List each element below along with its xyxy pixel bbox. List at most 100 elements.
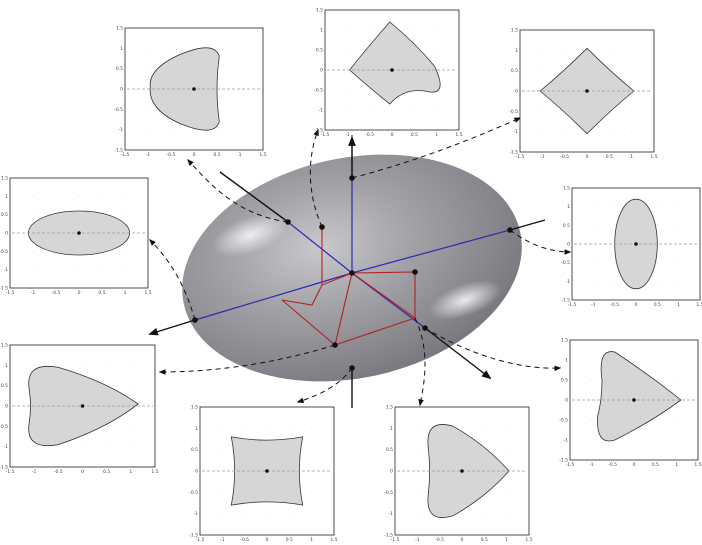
x-tick-label: -0.5 xyxy=(52,290,61,296)
y-tick-label: 1 xyxy=(320,28,323,34)
x-tick-label: -1 xyxy=(32,469,37,475)
x-tick-label: -0.5 xyxy=(365,132,374,138)
grid-dot xyxy=(506,449,508,451)
x-tick-label: 0 xyxy=(635,302,638,308)
grid-dot xyxy=(416,513,418,515)
y-tick-label: 0.5 xyxy=(191,447,198,453)
grid-dot xyxy=(506,513,508,515)
axis-diagonal-lower-arrow xyxy=(424,327,492,380)
x-tick-label: -0.5 xyxy=(435,537,444,543)
grid-dot xyxy=(101,269,103,271)
grid-dot xyxy=(33,446,35,448)
y-tick-label: 0.5 xyxy=(561,378,568,384)
grid-dot xyxy=(101,195,103,197)
connector-lower-right xyxy=(424,327,562,372)
y-tick-label: -0.5 xyxy=(561,260,570,266)
grid-dot xyxy=(416,491,418,493)
grid-dot xyxy=(346,89,348,91)
grid-dot xyxy=(590,439,592,441)
y-tick-label: -1.5 xyxy=(114,148,123,154)
y-tick-label: -1.5 xyxy=(0,286,8,292)
y-tick-label: 1 xyxy=(5,363,8,369)
grid-dot xyxy=(239,129,241,131)
grid-dot xyxy=(631,49,633,51)
x-tick-label: 1 xyxy=(124,290,127,296)
grid-dot xyxy=(244,427,246,429)
grid-dot xyxy=(461,427,463,429)
grid-dot xyxy=(590,419,592,421)
y-tick-label: 0 xyxy=(120,87,123,93)
x-tick-label: 0 xyxy=(81,469,84,475)
x-tick-label: 1.5 xyxy=(259,152,266,158)
axis-horizontal-left-arrow xyxy=(148,319,196,336)
y-tick-label: 1.5 xyxy=(511,28,518,34)
centre-point xyxy=(265,469,269,473)
y-tick-label: -1.5 xyxy=(384,533,393,539)
grid-dot xyxy=(346,109,348,111)
axis-horizontal-left xyxy=(194,272,353,321)
y-tick-label: 0.5 xyxy=(116,66,123,72)
grid-dot xyxy=(78,269,80,271)
grid-dot xyxy=(106,425,108,427)
x-tick-label: -1 xyxy=(591,302,596,308)
grid-dot xyxy=(541,131,543,133)
grid-dot xyxy=(32,269,34,271)
grid-dot xyxy=(147,68,149,70)
grid-dot xyxy=(124,269,126,271)
grid-dot xyxy=(244,513,246,515)
axis-horizontal-right-ext xyxy=(509,219,546,231)
grid-dot xyxy=(221,449,223,451)
y-tick-label: 1.5 xyxy=(116,26,123,32)
y-tick-label: 0.5 xyxy=(1,383,8,389)
grid-dot xyxy=(82,446,83,448)
grid-dot xyxy=(130,446,132,448)
x-tick-label: -0.5 xyxy=(167,152,176,158)
point-right-inner xyxy=(412,269,418,275)
x-tick-label: 1 xyxy=(675,462,678,468)
y-tick-label: 0 xyxy=(5,231,8,237)
panel-mid-right: -1.5-1-0.500.511.51.510.50-0.5-1-1.5 xyxy=(561,186,702,309)
grid-dot xyxy=(436,29,438,31)
x-tick-label: 0.5 xyxy=(411,132,418,138)
y-tick-label: 1 xyxy=(390,426,393,432)
grid-dot xyxy=(614,262,616,264)
y-tick-label: 1.5 xyxy=(1,343,8,349)
grid-dot xyxy=(311,427,313,429)
grid-dot xyxy=(592,243,594,245)
axis-diagonal-upper-ext xyxy=(219,171,289,223)
grid-dot xyxy=(55,195,57,197)
y-tick-label: -0.5 xyxy=(114,107,123,113)
x-tick-label: 0 xyxy=(193,152,196,158)
y-tick-label: 1 xyxy=(5,194,8,200)
y-tick-label: 1.5 xyxy=(1,176,8,182)
x-tick-label: -1 xyxy=(31,290,36,296)
x-tick-label: -0.5 xyxy=(610,302,619,308)
grid-dot xyxy=(483,513,485,515)
grid-dot xyxy=(239,108,241,110)
grid-dot xyxy=(656,262,658,264)
grid-dot xyxy=(631,70,633,72)
grid-dot xyxy=(221,427,223,429)
centre-point xyxy=(585,89,589,93)
y-tick-label: -0.5 xyxy=(0,424,8,430)
x-tick-label: 1 xyxy=(505,537,508,543)
x-tick-label: 1.5 xyxy=(144,290,151,296)
grid-dot xyxy=(239,47,241,49)
grid-dot xyxy=(124,214,126,216)
x-tick-label: 0.5 xyxy=(606,154,613,160)
x-tick-label: -1.5 xyxy=(196,537,205,543)
grid-dot xyxy=(678,206,680,208)
axis-diagonal-upper xyxy=(287,221,353,274)
y-tick-label: -1 xyxy=(119,127,124,133)
x-tick-label: -1.5 xyxy=(6,469,15,475)
grid-dot xyxy=(106,364,108,366)
y-tick-label: 1 xyxy=(120,46,123,52)
grid-dot xyxy=(608,49,610,51)
y-tick-label: -1 xyxy=(389,511,394,517)
y-tick-label: 0 xyxy=(5,404,8,410)
